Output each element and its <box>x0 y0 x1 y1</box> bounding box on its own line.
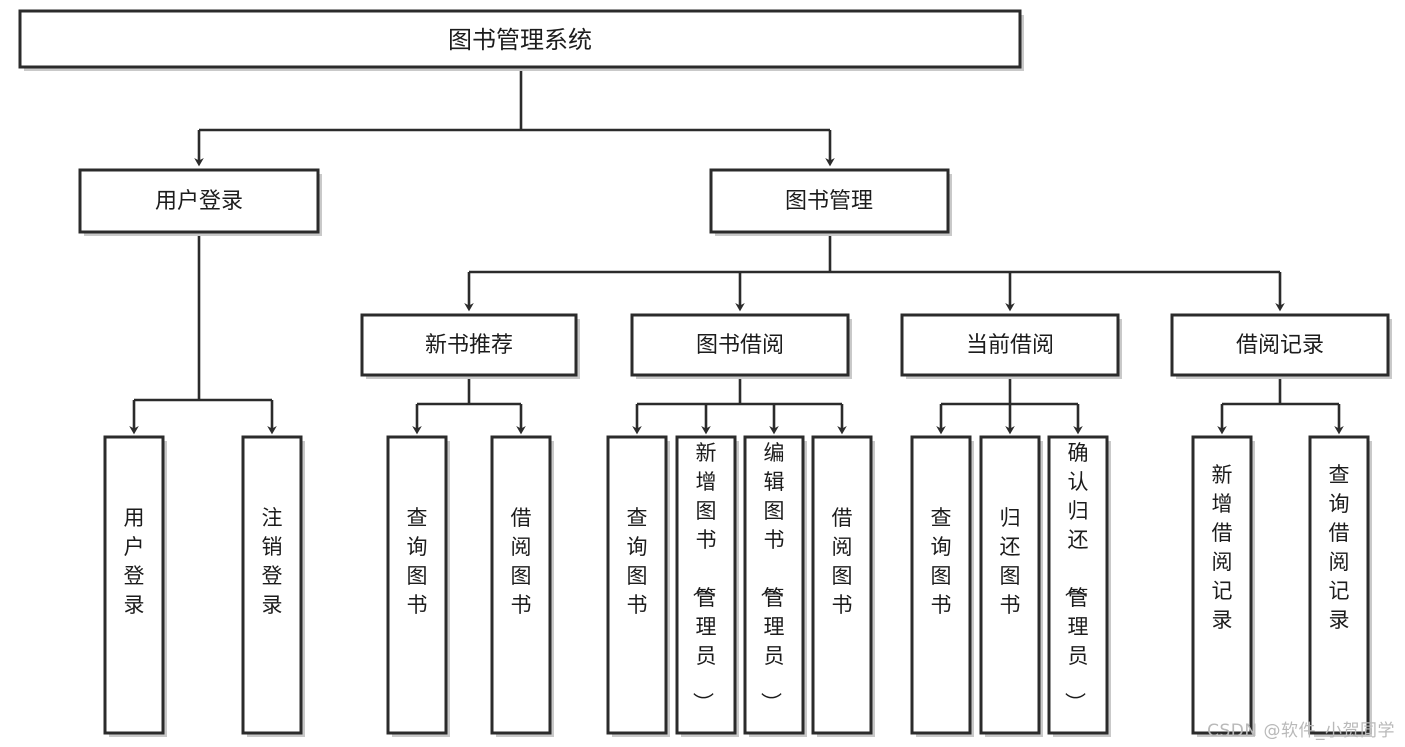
leaf-box <box>811 435 873 735</box>
leaf-new-book-rec-1[interactable]: 查询图书 <box>386 435 450 737</box>
node-user-login-label: 用户登录 <box>155 189 243 214</box>
node-new-book-rec[interactable]: 新书推荐 <box>360 313 580 379</box>
leaf-label: 借阅图书 <box>511 506 532 617</box>
leaf-label: 查询图书 <box>407 506 428 617</box>
node-book-borrow[interactable]: 图书借阅 <box>630 313 852 379</box>
node-book-borrow-label: 图书借阅 <box>696 333 784 358</box>
node-new-book-rec-label: 新书推荐 <box>425 333 513 358</box>
node-root-label: 图书管理系统 <box>448 26 592 54</box>
node-borrow-record-box <box>1170 313 1390 377</box>
leaf-book-borrow-3[interactable]: 编辑图书（管理员） <box>743 435 807 737</box>
leaf-box <box>241 435 303 735</box>
node-current-borrow[interactable]: 当前借阅 <box>900 313 1122 379</box>
leaf-current-borrow-2[interactable]: 归还图书 <box>979 435 1043 737</box>
node-book-manage-label: 图书管理 <box>785 189 873 214</box>
node-current-borrow-box <box>900 313 1120 377</box>
leaf-new-book-rec-2[interactable]: 借阅图书 <box>490 435 554 737</box>
leaf-book-borrow-4[interactable]: 借阅图书 <box>811 435 875 737</box>
leaf-box <box>743 435 805 735</box>
leaf-label: 查询借阅记录 <box>1329 463 1350 632</box>
node-borrow-record-label: 借阅记录 <box>1236 333 1324 358</box>
node-current-borrow-label: 当前借阅 <box>966 333 1054 358</box>
leaf-box <box>103 435 165 735</box>
node-user-login[interactable]: 用户登录 <box>78 168 322 236</box>
node-root-box <box>18 9 1022 69</box>
csdn-watermark: CSDN @软件_小贺同学 <box>1207 721 1395 741</box>
node-borrow-record[interactable]: 借阅记录 <box>1170 313 1392 379</box>
leaf-borrow-record-2[interactable]: 查询借阅记录 <box>1308 435 1372 737</box>
leaf-current-borrow-1[interactable]: 查询图书 <box>910 435 974 737</box>
leaf-box <box>1047 435 1109 735</box>
leaf-label: 查询图书 <box>627 506 648 617</box>
leaf-box <box>910 435 972 735</box>
leaf-current-borrow-3[interactable]: 确认归还（管理员） <box>1047 435 1111 737</box>
leaf-box <box>675 435 737 735</box>
node-user-login-box <box>78 168 320 234</box>
leaf-label: 注销登录 <box>262 506 283 617</box>
leaf-label: 新增图书（管理员） <box>691 441 717 713</box>
leaf-label: 归还图书 <box>1000 506 1021 617</box>
leaf-label: 用户登录 <box>124 506 145 617</box>
leaf-borrow-record-1[interactable]: 新增借阅记录 <box>1191 435 1255 737</box>
leaf-box <box>490 435 552 735</box>
leaf-label: 借阅图书 <box>832 506 853 617</box>
node-book-borrow-box <box>630 313 850 377</box>
leaf-box <box>1191 435 1253 735</box>
leaf-box <box>606 435 668 735</box>
leaf-box <box>386 435 448 735</box>
leaf-book-borrow-2[interactable]: 新增图书（管理员） <box>675 435 739 737</box>
connector-layer <box>129 67 1344 435</box>
leaf-box <box>1308 435 1370 735</box>
node-new-book-rec-box <box>360 313 578 377</box>
node-book-manage-box <box>709 168 950 234</box>
leaf-book-borrow-1[interactable]: 查询图书 <box>606 435 670 737</box>
node-root[interactable]: 图书管理系统 <box>18 9 1024 71</box>
leaf-user-login-1[interactable]: 用户登录 <box>103 435 167 737</box>
leaf-label: 查询图书 <box>931 506 952 617</box>
leaf-label: 编辑图书（管理员） <box>759 441 785 713</box>
leaf-label: 新增借阅记录 <box>1212 463 1233 632</box>
node-book-manage[interactable]: 图书管理 <box>709 168 952 236</box>
leaf-box <box>979 435 1041 735</box>
leaf-user-login-2[interactable]: 注销登录 <box>241 435 305 737</box>
leaf-label: 确认归还（管理员） <box>1063 441 1089 713</box>
